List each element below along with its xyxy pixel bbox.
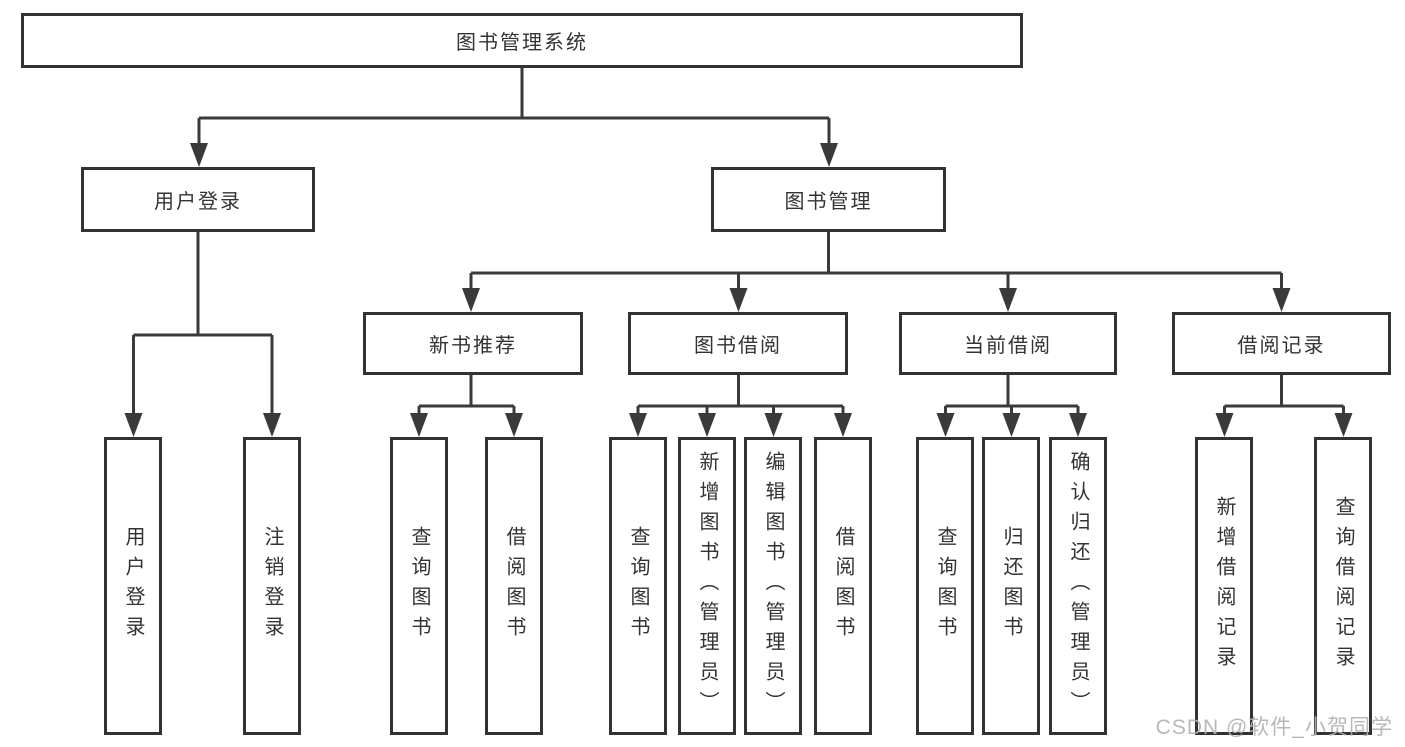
arrow-down-icon: [834, 413, 852, 437]
leaf-confirm-return-admin: 确认归还（管理员）: [1049, 437, 1107, 735]
node-book-management: 图书管理: [711, 167, 946, 232]
arrow-down-icon: [124, 413, 143, 437]
leaf-add-borrow-record: 新增借阅记录: [1195, 437, 1253, 735]
arrow-down-icon: [190, 143, 208, 167]
leaf-query-books: 查询图书: [609, 437, 667, 735]
node-label: 确认归还（管理员）: [1067, 451, 1089, 721]
node-label: 借阅记录: [1237, 335, 1326, 357]
node-label: 新增图书（管理员）: [696, 451, 718, 721]
node-system-root: 图书管理系统: [21, 13, 1023, 68]
csdn-watermark: CSDN @软件_小贺同学: [1155, 716, 1393, 739]
arrow-down-icon: [764, 413, 783, 437]
node-label: 图书借阅: [694, 335, 782, 357]
arrow-down-icon: [698, 413, 716, 437]
node-book-borrowing: 图书借阅: [628, 312, 848, 375]
node-label: 借阅图书: [832, 526, 854, 646]
arrow-down-icon: [462, 288, 480, 312]
node-label: 借阅图书: [503, 526, 525, 646]
arrow-down-icon: [1002, 413, 1021, 437]
leaf-borrow-books: 借阅图书: [485, 437, 543, 735]
node-borrowing-records: 借阅记录: [1172, 312, 1391, 375]
node-label: 当前借阅: [964, 335, 1052, 357]
arrow-down-icon: [1334, 413, 1353, 437]
arrow-down-icon: [820, 143, 838, 167]
node-label: 新增借阅记录: [1213, 496, 1235, 676]
leaf-borrow-books: 借阅图书: [814, 437, 872, 735]
arrow-down-icon: [263, 413, 281, 437]
node-label: 图书管理: [784, 191, 873, 213]
node-label: 查询图书: [408, 526, 430, 646]
leaf-logout: 注销登录: [243, 437, 301, 735]
node-label: 新书推荐: [429, 335, 517, 357]
leaf-query-books: 查询图书: [916, 437, 974, 735]
arrow-down-icon: [1215, 413, 1234, 437]
arrow-down-icon: [410, 413, 428, 437]
arrow-down-icon: [1272, 288, 1291, 312]
leaf-edit-books-admin: 编辑图书（管理员）: [744, 437, 802, 735]
arrow-down-icon: [505, 413, 523, 437]
leaf-query-books: 查询图书: [390, 437, 448, 735]
leaf-user-login: 用户登录: [104, 437, 162, 735]
node-label: 用户登录: [154, 191, 242, 213]
leaf-add-books-admin: 新增图书（管理员）: [678, 437, 736, 735]
node-label: 用户登录: [122, 526, 144, 646]
node-label: 图书管理系统: [456, 32, 588, 54]
arrow-down-icon: [936, 413, 955, 437]
node-user-login: 用户登录: [81, 167, 315, 232]
node-label: 注销登录: [261, 526, 283, 646]
arrowheads: [124, 143, 1353, 437]
node-label: 查询借阅记录: [1332, 496, 1354, 676]
leaf-return-books: 归还图书: [982, 437, 1040, 735]
node-label: 查询图书: [627, 526, 649, 646]
node-label: 编辑图书（管理员）: [762, 451, 784, 721]
node-label: 查询图书: [934, 526, 956, 646]
node-new-book-recommend: 新书推荐: [363, 312, 583, 375]
arrow-down-icon: [999, 288, 1017, 312]
node-current-borrowing: 当前借阅: [899, 312, 1117, 375]
node-label: 归还图书: [1000, 526, 1022, 646]
leaf-query-borrow-record: 查询借阅记录: [1314, 437, 1372, 735]
arrow-down-icon: [629, 413, 647, 437]
arrow-down-icon: [1069, 413, 1087, 437]
arrow-down-icon: [729, 288, 748, 312]
